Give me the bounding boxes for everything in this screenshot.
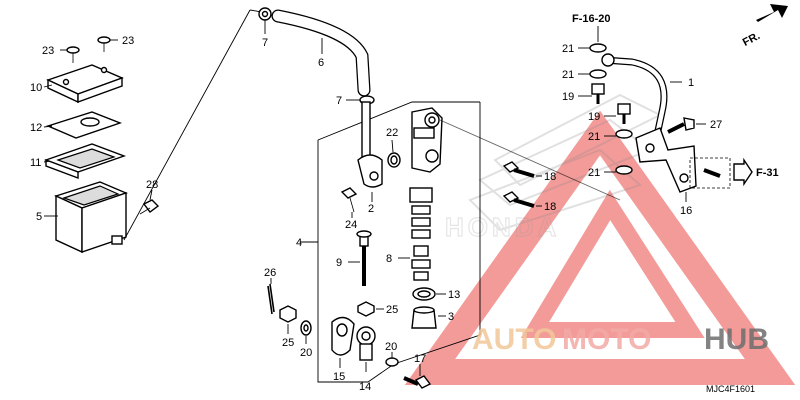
diaphragm-plate-12 (45, 111, 123, 139)
honda-emblem-text: HONDA (445, 212, 560, 242)
callout-2: 2 (368, 203, 374, 215)
hose-joint-2 (357, 101, 383, 188)
reservoir-body-5 (54, 181, 128, 254)
f-31-arrow (733, 157, 753, 187)
joint-15 (331, 316, 355, 356)
callout-13: 13 (448, 289, 460, 301)
callout-5: 5 (36, 211, 42, 223)
piston-set-8 (409, 187, 433, 281)
callout-8: 8 (386, 253, 392, 265)
master-cylinder-body (411, 107, 443, 173)
bolt-17 (403, 375, 432, 389)
hose-bracket-16 (635, 127, 697, 193)
washer-21-b (589, 69, 607, 79)
boot-3 (411, 306, 437, 329)
washer-21-a (589, 43, 607, 53)
diaphragm-11 (43, 143, 127, 180)
watermark-auto: AUTO (472, 323, 556, 356)
bracket-bolt (703, 168, 721, 178)
callout-26: 26 (264, 267, 276, 279)
bolt-18-a (502, 161, 535, 178)
callout-19-a: 19 (562, 91, 574, 103)
watermark-triangle-logo (404, 110, 796, 385)
callout-25-a: 25 (386, 304, 398, 316)
screw-23-b (97, 36, 111, 52)
bolt-24 (340, 187, 358, 213)
callout-15: 15 (333, 371, 345, 383)
joint-14 (356, 326, 376, 361)
callout-20-a: 20 (300, 347, 312, 359)
washer-21-c (615, 129, 633, 139)
bolt-18-b (502, 191, 535, 208)
washer-21-d (615, 165, 633, 175)
callout-10: 10 (30, 82, 42, 94)
callout-20-b: 20 (385, 341, 397, 353)
callout-28: 28 (146, 179, 158, 191)
callout-21-a: 21 (562, 43, 574, 55)
callout-23-a: 23 (42, 45, 54, 57)
reference-f-16-20: F-16-20 (572, 13, 611, 25)
callout-21-b: 21 (562, 69, 574, 81)
callout-24: 24 (345, 219, 357, 231)
front-direction-arrow (756, 4, 788, 22)
reference-f-31: F-31 (756, 167, 779, 179)
clip-7-top (258, 7, 272, 21)
callout-6: 6 (318, 57, 324, 69)
callout-11: 11 (30, 157, 41, 169)
nut-25-b (279, 305, 297, 323)
callout-25-b: 25 (282, 337, 294, 349)
callout-12: 12 (30, 122, 42, 134)
callout-14: 14 (359, 381, 371, 393)
screw-23-a (66, 46, 80, 63)
diagram-code: MJC4F1601 (706, 384, 755, 394)
brake-hose-1 (601, 53, 668, 141)
callout-7-a: 7 (262, 37, 268, 49)
callout-7-b: 7 (336, 95, 342, 107)
bolt-27 (667, 117, 695, 134)
callout-16: 16 (680, 205, 692, 217)
callout-27: 27 (710, 119, 722, 131)
cotter-pin-26 (267, 283, 275, 315)
bolt-19-b (617, 103, 631, 124)
watermark-text: AUTO MOTO HUB (472, 323, 769, 356)
watermark-moto: MOTO (562, 323, 651, 356)
callout-18-a: 18 (544, 171, 556, 183)
bolt-28 (139, 199, 160, 215)
callout-1: 1 (688, 77, 694, 89)
callout-19-b: 19 (588, 111, 600, 123)
reservoir-cap-10 (46, 64, 124, 104)
washer-20-b (385, 357, 399, 367)
callout-4: 4 (296, 237, 302, 249)
front-reference-label: FR. (741, 30, 762, 49)
callout-23-b: 23 (122, 35, 134, 47)
push-rod-9 (356, 230, 372, 286)
washer-20-a (300, 320, 312, 336)
callout-9: 9 (336, 257, 342, 269)
watermark-hub: HUB (704, 323, 769, 356)
callout-18-b: 18 (544, 201, 556, 213)
nut-25-a (357, 301, 375, 317)
hose-6 (271, 9, 371, 97)
callout-21-c: 21 (588, 131, 600, 143)
callout-17: 17 (414, 353, 426, 365)
callout-22: 22 (386, 127, 398, 139)
bolt-19-a (591, 83, 605, 104)
o-ring-22 (387, 152, 401, 168)
callout-21-d: 21 (588, 167, 600, 179)
circlip-13 (412, 287, 436, 301)
callout-3: 3 (448, 311, 454, 323)
